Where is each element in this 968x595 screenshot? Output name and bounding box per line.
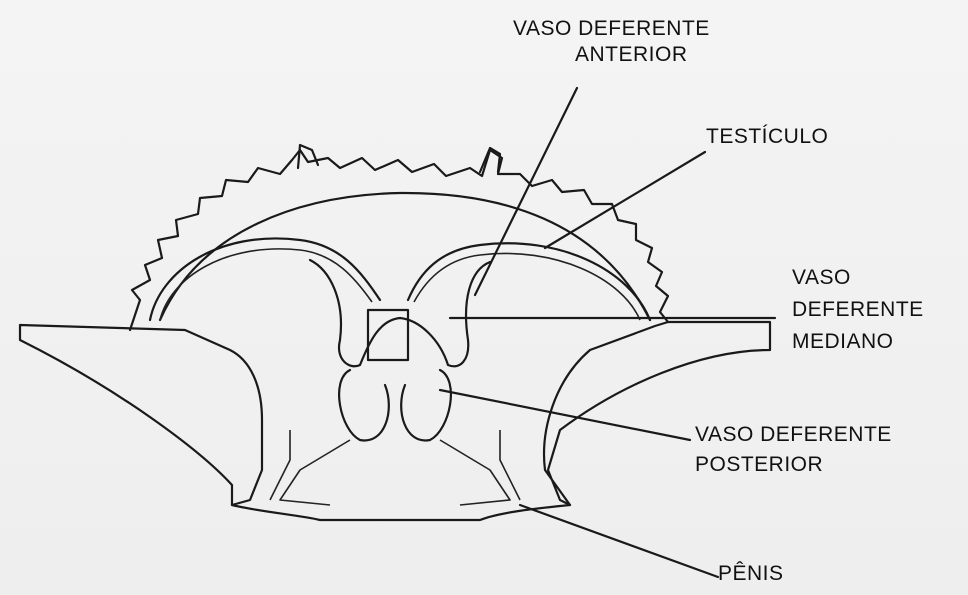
label-line: VASO DEFERENTE — [695, 420, 892, 450]
label-line: VASO — [792, 262, 924, 294]
label-line: VASO DEFERENTE — [513, 16, 710, 42]
label-line: DEFERENTE — [792, 294, 924, 326]
penis-right — [401, 370, 451, 440]
lower-plate — [232, 505, 570, 520]
spine-left — [298, 145, 318, 168]
label-penis: PÊNIS — [718, 561, 784, 587]
leader-testiculo — [545, 152, 705, 248]
label-line: ANTERIOR — [513, 42, 710, 68]
label-line: POSTERIOR — [695, 450, 892, 480]
testis-center — [310, 260, 490, 366]
carapace-outline — [130, 150, 668, 330]
vas-right-2 — [414, 253, 640, 320]
label-vaso-deferente-mediano: VASO DEFERENTE MEDIANO — [792, 262, 924, 358]
label-testiculo: TESTÍCULO — [706, 124, 828, 150]
label-vaso-deferente-posterior: VASO DEFERENTE POSTERIOR — [695, 420, 892, 480]
leader-vaso-posterior — [440, 390, 690, 440]
left-wing — [20, 325, 262, 505]
label-line: MEDIANO — [792, 326, 924, 358]
penis-left — [339, 370, 389, 440]
leader-penis — [520, 505, 718, 577]
label-vaso-deferente-anterior: VASO DEFERENTE ANTERIOR — [513, 16, 710, 68]
